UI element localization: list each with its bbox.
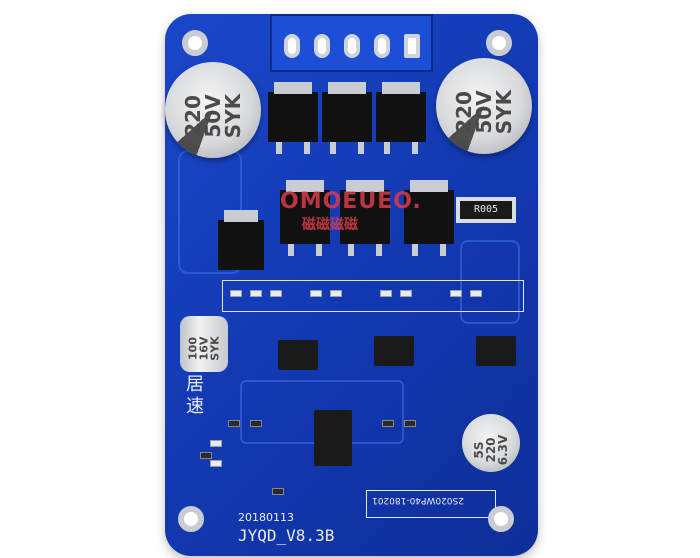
mosfet-tab xyxy=(274,82,312,94)
mosfet-tab xyxy=(328,82,366,94)
smd-component xyxy=(470,290,482,297)
terminal-pin xyxy=(374,34,390,58)
terminal-block xyxy=(270,14,433,72)
mosfet xyxy=(322,82,372,154)
capacitor-polarity-band xyxy=(436,58,532,154)
mosfet xyxy=(340,180,390,256)
mosfet xyxy=(404,180,454,256)
terminal-pin xyxy=(314,34,330,58)
capacitor-polarity-band xyxy=(165,62,261,158)
mosfet-leg xyxy=(330,142,336,154)
mounting-hole xyxy=(488,506,514,532)
driver-ic xyxy=(476,336,516,366)
capacitor-small-left: 100 16V SYK xyxy=(180,316,228,372)
board-date: 20180113 xyxy=(238,511,294,524)
mosfet xyxy=(376,82,426,154)
mosfet-leg xyxy=(376,244,382,256)
capacitor-marking: 220 50V SYK xyxy=(181,93,245,139)
smd-component xyxy=(200,452,212,459)
driver-ic xyxy=(278,340,318,370)
terminal-pin xyxy=(284,34,300,58)
capacitor-marking: 5S 220 6.3V xyxy=(472,434,510,466)
board-model: JYQD_V8.3B xyxy=(238,526,335,545)
mosfet-tab xyxy=(410,180,448,192)
mosfet-leg xyxy=(412,142,418,154)
driver-ic xyxy=(374,336,414,366)
capacitor-large-left: 220 50V SYK xyxy=(165,62,261,158)
smd-component xyxy=(210,440,222,447)
controller-ic xyxy=(314,410,352,466)
mosfet-tab xyxy=(382,82,420,94)
mosfet-leg xyxy=(384,142,390,154)
mosfet-leg xyxy=(288,244,294,256)
mosfet xyxy=(280,180,330,256)
smd-component xyxy=(270,290,282,297)
smd-component xyxy=(310,290,322,297)
capacitor-small-right: 5S 220 6.3V xyxy=(462,414,520,472)
mounting-hole xyxy=(178,506,204,532)
watermark-subtext: 磁磁磁磁 xyxy=(302,217,358,233)
mosfet-tab xyxy=(286,180,324,192)
mosfet-leg xyxy=(412,244,418,256)
silkscreen-outline xyxy=(366,490,496,518)
mosfet-leg xyxy=(440,244,446,256)
voltage-regulator xyxy=(218,210,264,270)
shunt-resistor: R005 xyxy=(456,197,516,223)
smd-component xyxy=(272,488,284,495)
smd-component xyxy=(400,290,412,297)
regulator-tab xyxy=(224,210,258,222)
pcb-trace xyxy=(460,240,520,324)
capacitor-marking: 100 16V SYK xyxy=(186,336,222,361)
smd-component xyxy=(380,290,392,297)
smd-component xyxy=(450,290,462,297)
capacitor-marking: 220 50V SYK xyxy=(452,89,516,135)
smd-component xyxy=(230,290,242,297)
part-code: 2S020WP40-180201 xyxy=(372,495,464,505)
mosfet-leg xyxy=(316,244,322,256)
mosfet-leg xyxy=(348,244,354,256)
watermark-text: OMOEUEO. xyxy=(280,189,422,214)
mosfet-leg xyxy=(304,142,310,154)
smd-component xyxy=(210,460,222,467)
capacitor-large-right: 220 50V SYK xyxy=(436,58,532,154)
smd-component xyxy=(228,420,240,427)
smd-component xyxy=(250,420,262,427)
mounting-hole xyxy=(486,30,512,56)
mosfet-tab xyxy=(346,180,384,192)
silkscreen-outline xyxy=(222,280,524,312)
mosfet xyxy=(268,82,318,154)
terminal-pin xyxy=(344,34,360,58)
chinese-brand-text: 居 速 xyxy=(186,374,204,417)
smd-component xyxy=(330,290,342,297)
smd-component xyxy=(404,420,416,427)
smd-component xyxy=(382,420,394,427)
smd-component xyxy=(250,290,262,297)
mounting-hole xyxy=(182,30,208,56)
mosfet-leg xyxy=(276,142,282,154)
terminal-pin-square xyxy=(404,34,420,58)
mosfet-leg xyxy=(358,142,364,154)
